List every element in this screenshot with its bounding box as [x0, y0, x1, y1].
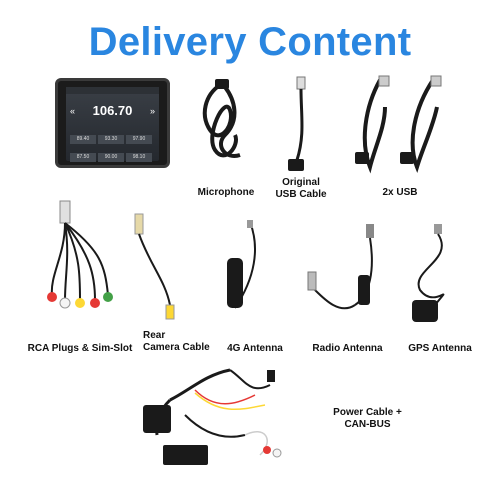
- preset-button: 98.10: [126, 153, 152, 162]
- 4g-antenna-image: [227, 220, 256, 309]
- gps-antenna-image: [412, 224, 445, 322]
- label-original-usb: Original USB Cable: [266, 177, 336, 201]
- rca-plugs-cable-image: [47, 200, 113, 309]
- next-icon: »: [149, 106, 155, 116]
- preset-button: 93.30: [98, 135, 124, 144]
- label-line: Original: [282, 177, 320, 188]
- label-gps-antenna: GPS Antenna: [408, 343, 472, 354]
- label-usb: 2x USB: [382, 187, 418, 198]
- label-line: CAN-BUS: [344, 419, 391, 430]
- preset-button: 87.50: [70, 153, 96, 162]
- preset-button: 89.40: [70, 135, 96, 144]
- label-4g-antenna: 4G Antenna: [227, 343, 283, 354]
- radio-antenna-image: [307, 224, 374, 310]
- rear-camera-cable-image: [134, 213, 175, 320]
- microphone-cable-image: [202, 79, 241, 158]
- label-power-cable: Power Cable + CAN-BUS: [325, 407, 410, 431]
- label-radio-antenna: Radio Antenna: [312, 343, 383, 354]
- label-rca: RCA Plugs & Sim-Slot: [27, 343, 133, 354]
- label-rear-camera: Rear Camera Cable: [143, 330, 218, 354]
- usb-cables-image: [355, 75, 442, 174]
- power-cable-canbus-image: [143, 368, 282, 465]
- preset-button: 97.90: [126, 135, 152, 144]
- page-title: Delivery Content: [88, 20, 412, 64]
- prev-icon: «: [70, 106, 76, 116]
- radio-frequency: 106.70: [92, 103, 133, 118]
- preset-button: 90.00: [98, 153, 124, 162]
- status-bar: [66, 87, 159, 94]
- original-usb-cable-image: [288, 76, 306, 171]
- label-line: USB Cable: [275, 189, 327, 200]
- label-microphone: Microphone: [197, 187, 255, 198]
- label-line: Camera Cable: [143, 342, 210, 353]
- label-line: Power Cable +: [333, 407, 402, 418]
- label-line: Rear: [143, 330, 166, 341]
